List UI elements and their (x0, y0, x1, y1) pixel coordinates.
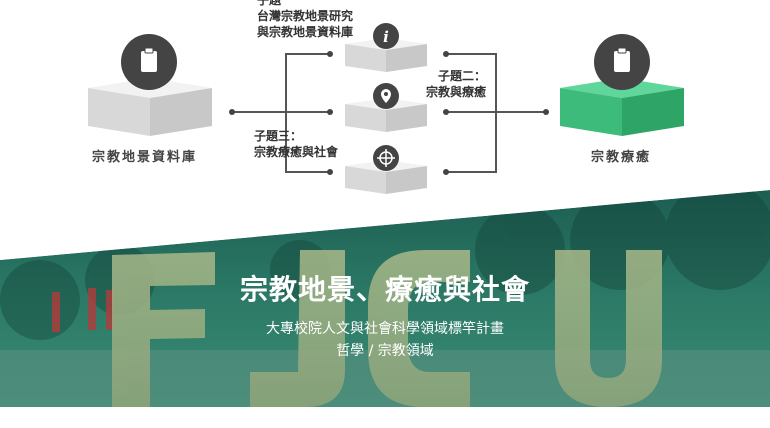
letter-c (368, 250, 470, 407)
topic1-label: 子題 台灣宗教地景研究 與宗教地景資料庫 (257, 0, 353, 40)
hero-subtitle-1: 大專校院人文與社會科學領域標竿計畫 (266, 321, 504, 337)
info-icon: i (373, 23, 399, 49)
topic3-line2: 宗教療癒與社會 (254, 145, 339, 159)
letter-j (250, 250, 345, 407)
left-node-label: 宗教地景資料庫 (92, 150, 198, 165)
topic2-line2: 宗教與療癒 (425, 85, 486, 99)
topic2-heading: 子題二： (437, 69, 486, 83)
topic1-line3: 與宗教地景資料庫 (257, 25, 354, 39)
clipboard-icon (594, 34, 650, 90)
location-pin-icon (373, 83, 399, 109)
connector-lines (232, 53, 546, 173)
right-node-label: 宗教療癒 (591, 150, 652, 165)
topic1-heading: 子題 (257, 0, 282, 7)
crosshair-icon (373, 145, 399, 171)
topic3-heading: 子題三： (254, 129, 303, 143)
topic1-line2: 台灣宗教地景研究 (257, 9, 354, 23)
topic1-box (345, 38, 427, 72)
letter-u (555, 250, 662, 407)
diagram: i (88, 23, 684, 194)
bottom-strip (0, 407, 770, 428)
svg-text:i: i (383, 28, 389, 46)
clipboard-icon (121, 34, 177, 90)
letter-f (112, 252, 215, 407)
connector-dots (229, 51, 549, 175)
topic2-label: 子題二： 宗教與療癒 (420, 68, 486, 100)
hero-title: 宗教地景、療癒與社會 (239, 273, 530, 306)
hero-subtitle-2: 哲學 / 宗教領域 (336, 343, 434, 359)
topic3-label: 子題三： 宗教療癒與社會 (254, 128, 338, 160)
flags (52, 288, 114, 332)
fjcu-letters (112, 250, 662, 407)
